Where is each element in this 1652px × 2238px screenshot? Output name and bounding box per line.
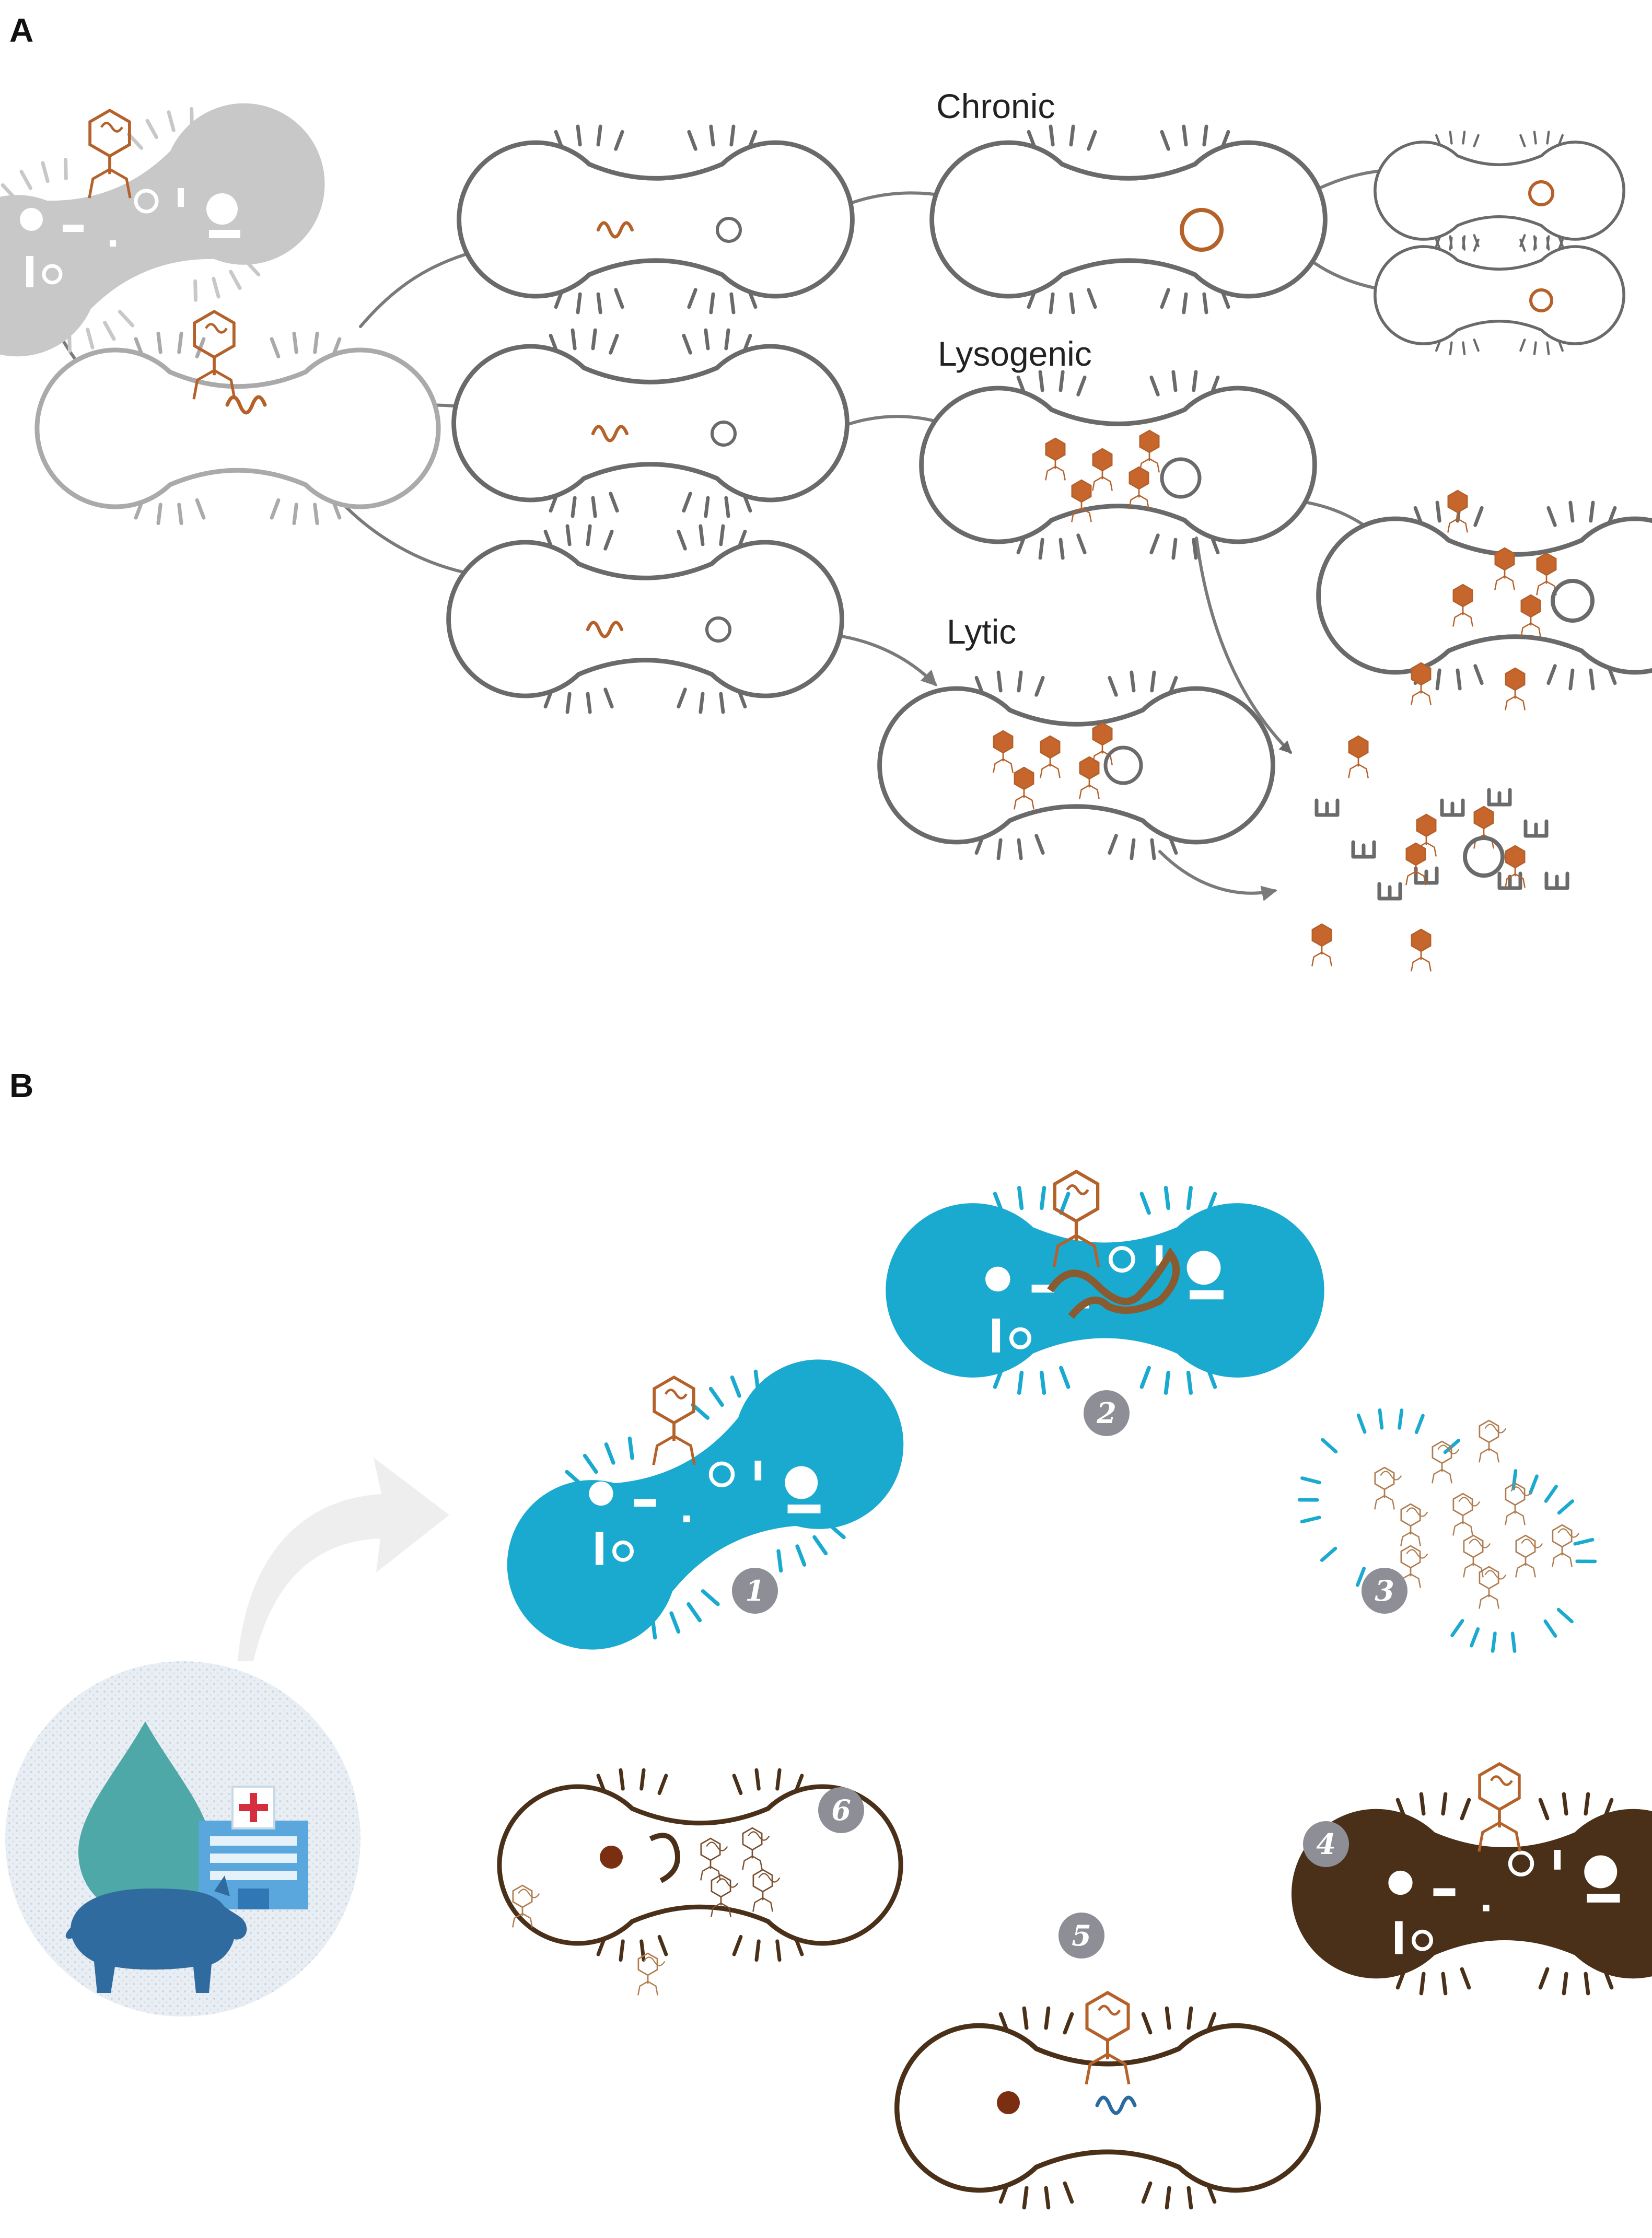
step-badge-6: 6 <box>818 1787 864 1833</box>
environment-sources <box>5 1661 360 2016</box>
chronic-cell <box>932 126 1325 312</box>
step-badge-5: 5 <box>1058 1913 1104 1959</box>
chronic-label: Chronic <box>936 87 1055 125</box>
bacteriophage-icon <box>1448 491 1467 532</box>
step-1-phage-icon <box>654 1377 694 1465</box>
step-number-1: 1 <box>745 1574 765 1607</box>
step-number-5: 5 <box>1072 1919 1091 1952</box>
plasmid <box>1465 838 1503 876</box>
bacteriophage-icon <box>1312 924 1331 966</box>
bacteriophage-icon <box>1348 736 1368 778</box>
step-badge-2: 2 <box>1084 1390 1130 1436</box>
bacteriophage-icon <box>1401 1504 1427 1546</box>
step-6-nucleoid <box>600 1846 623 1869</box>
step-number-4: 4 <box>1316 1827 1336 1861</box>
arrow-lytic-to-lysis <box>1160 852 1275 893</box>
step-badge-3: 3 <box>1362 1568 1407 1614</box>
step-number-6: 6 <box>831 1793 851 1827</box>
bacteriophage-icon <box>1479 1567 1506 1608</box>
bacteriophage-icon <box>1479 1420 1506 1462</box>
curved-arrow-icon <box>238 1458 449 1661</box>
bacteriophage-icon <box>1411 929 1430 971</box>
step-badge-4: 4 <box>1303 1821 1349 1867</box>
chronic-branch-cell <box>459 126 853 312</box>
chronic-daughter-cell-top <box>1375 132 1624 249</box>
step-badge-1: 1 <box>732 1568 778 1614</box>
lysogenic-label: Lysogenic <box>938 334 1092 373</box>
step-1-host-cell <box>472 1318 938 1692</box>
lytic-label: Lytic <box>947 612 1016 651</box>
step-5-nucleoid <box>997 2091 1020 2114</box>
bacteriophage-icon <box>1463 1535 1490 1577</box>
step-number-2: 2 <box>1096 1396 1116 1430</box>
panel-b-cells <box>472 1172 1652 2208</box>
panel-a-cells <box>0 67 1652 972</box>
lysogenic-cell <box>922 372 1315 558</box>
lytic-branch-cell <box>449 526 842 712</box>
panel-a-label: A <box>9 11 33 49</box>
panel-b-label: B <box>9 1067 33 1104</box>
bacteriophage-icon <box>1432 1441 1459 1483</box>
attached-host-cell <box>0 67 352 393</box>
lytic-cell <box>880 672 1273 858</box>
bacteriophage-icon <box>1505 1483 1532 1525</box>
bacteriophage-icon <box>1474 807 1493 848</box>
step-number-3: 3 <box>1375 1574 1394 1607</box>
bacteriophage-icon <box>1453 1494 1480 1535</box>
chronic-daughter-cell-bottom <box>1375 236 1624 354</box>
bacteriophage-icon <box>1552 1525 1579 1567</box>
step-5-host-cell <box>897 2008 1319 2207</box>
lysogenic-release-cell <box>1319 503 1652 689</box>
lysed-cell-debris <box>1317 790 1567 899</box>
lysogenic-branch-cell <box>454 330 847 516</box>
bacteriophage-icon <box>1505 668 1525 710</box>
infected-host-cell <box>37 333 438 523</box>
step-4-phage-icon <box>1479 1764 1520 1851</box>
bacteriophage-icon <box>1375 1467 1401 1509</box>
bacteriophage-icon <box>1516 1535 1542 1577</box>
